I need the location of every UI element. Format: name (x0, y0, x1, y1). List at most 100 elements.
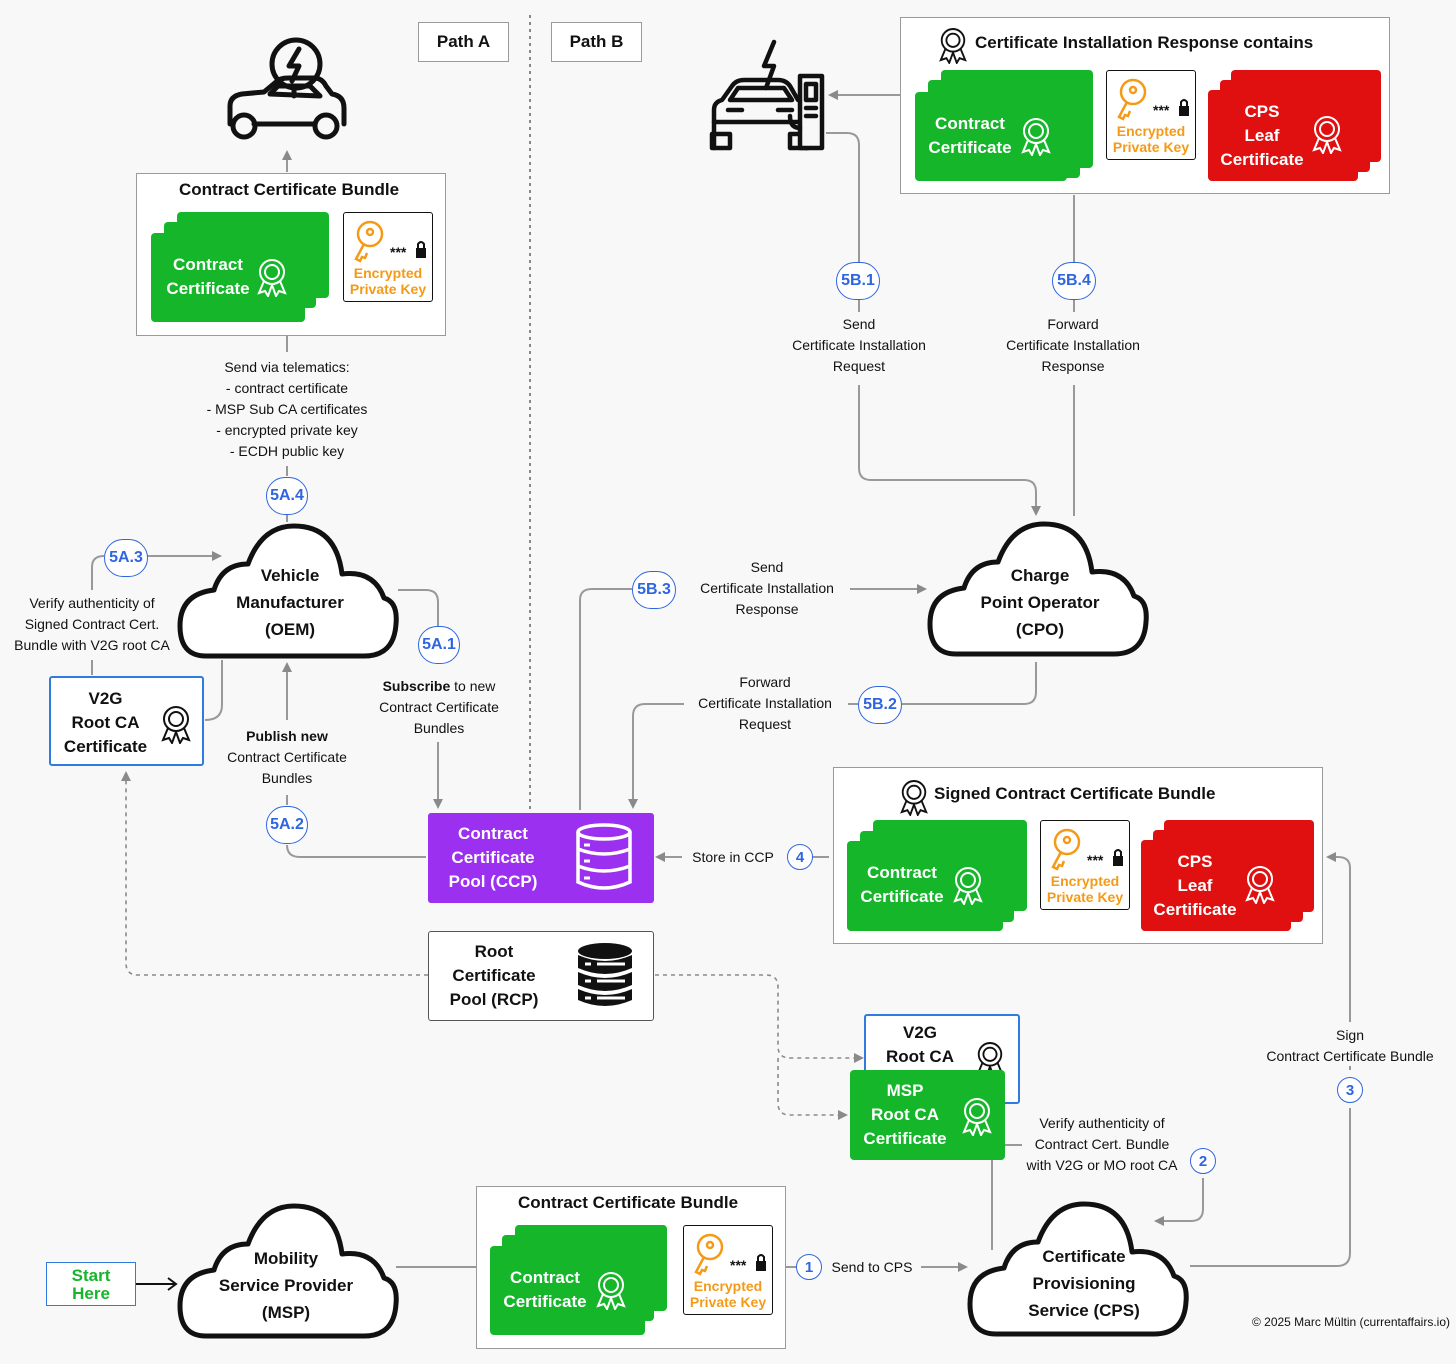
step-badge-5b2: 5B.2 (858, 686, 902, 724)
step-badge-5b4: 5B.4 (1052, 262, 1096, 300)
label-send-to-cps: Send to CPS (831, 1259, 913, 1275)
card-line-1: Contract (510, 1268, 580, 1287)
oem-line-2: Manufacturer (236, 593, 344, 612)
key-line-2: Private Key (1112, 139, 1190, 155)
signed-bundle-title: Signed Contract Certificate Bundle (934, 784, 1216, 803)
send-request-line-3: Request (832, 358, 886, 374)
card-line-1: Contract (935, 114, 1005, 133)
certificate-ribbon-icon (1245, 866, 1275, 904)
ccp-line-3: Pool (CCP) (448, 872, 538, 891)
certificate-ribbon-icon (962, 1098, 992, 1136)
cpo-line-3: (CPO) (1015, 620, 1065, 639)
ev-charging-icon (709, 39, 825, 151)
start-here-box[interactable]: Start Here (46, 1262, 136, 1306)
contract-certificate-card: Contract Certificate (151, 233, 305, 322)
step-badge-5b1: 5B.1 (836, 262, 880, 300)
key-line-1: Encrypted (1050, 873, 1120, 889)
cps-leaf-certificate-card: CPS Leaf Certificate (1141, 840, 1291, 931)
label-forward-installation-request: Forward Certificate Installation Request (680, 672, 850, 735)
rcp-line-2: Certificate (452, 966, 536, 985)
cps-leaf-line-2: Leaf (1177, 876, 1213, 895)
cloud-cpo-label: Charge Point Operator (CPO) (950, 562, 1130, 643)
subscribe-bold: Subscribe (382, 678, 451, 694)
path-b-label: Path B (551, 22, 642, 62)
v2g-root-ca-certificate-left: V2G Root CA Certificate (49, 676, 204, 766)
ccp-line-1: Contract (458, 824, 528, 843)
msp-root-line-3: Certificate (863, 1129, 947, 1148)
msp-line-1: Mobility (253, 1249, 319, 1268)
telematics-line-2: - contract certificate (225, 380, 349, 396)
subscribe-line-3: Bundles (413, 720, 465, 736)
cps-leaf-line-1: CPS (1177, 852, 1213, 871)
key-lock-icon: *** (694, 1233, 766, 1276)
sign-line-2: Contract Certificate Bundle (1266, 1048, 1434, 1064)
forward-response-line-1: Forward (1047, 316, 1099, 332)
step-badge-2: 2 (1190, 1148, 1216, 1174)
send-response-line-2: Certificate Installation (700, 580, 834, 596)
cps-line-3: Service (CPS) (1028, 1301, 1140, 1320)
send-request-line-1: Send (842, 316, 876, 332)
verify-cps-line-3: with V2G or MO root CA (1026, 1157, 1178, 1173)
msp-bundle-title: Contract Certificate Bundle (518, 1193, 739, 1212)
label-verify-cps: Verify authenticity of Contract Cert. Bu… (1018, 1113, 1186, 1176)
ccp-line-2: Certificate (451, 848, 535, 867)
label-forward-installation-response: Forward Certificate Installation Respons… (988, 314, 1158, 377)
subscribe-line-2: Contract Certificate (379, 699, 499, 715)
certificate-installation-response-panel: Certificate Installation Response contai… (900, 17, 1390, 194)
send-response-line-3: Response (735, 601, 799, 617)
rcp-line-3: Pool (RCP) (449, 990, 539, 1009)
encrypted-private-key-box: *** Encrypted Private Key (683, 1225, 773, 1315)
start-line-2: Here (72, 1284, 110, 1303)
subscribe-line-1: to new (450, 678, 496, 694)
msp-root-ca-certificate: MSP Root CA Certificate (850, 1070, 1005, 1160)
cps-line-1: Certificate (1042, 1247, 1126, 1266)
step-badge-3: 3 (1337, 1077, 1363, 1103)
cloud-msp (177, 1203, 399, 1339)
certificate-ribbon-icon (1312, 116, 1342, 154)
forward-request-line-1: Forward (739, 674, 791, 690)
card-line-1: Contract (867, 863, 937, 882)
start-line-1: Start (71, 1266, 111, 1285)
step-badge-5a3: 5A.3 (104, 539, 148, 577)
key-line-2: Private Key (689, 1294, 767, 1310)
cps-leaf-line-3: Certificate (1220, 150, 1304, 169)
publish-line-2: Contract Certificate (227, 749, 347, 765)
cpo-line-1: Charge (1010, 566, 1070, 585)
key-lock-icon: *** (1051, 828, 1123, 871)
key-lock-icon: *** (354, 220, 426, 263)
verify-oem-line-1: Verify authenticity of (29, 595, 155, 611)
label-verify-oem: Verify authenticity of Signed Contract C… (4, 593, 180, 656)
cloud-cps (967, 1201, 1189, 1337)
step-badge-4: 4 (787, 844, 813, 870)
certificate-ribbon-icon (953, 867, 983, 905)
cps-line-2: Provisioning (1032, 1274, 1136, 1293)
cpo-line-2: Point Operator (980, 593, 1100, 612)
card-line-2: Certificate (503, 1292, 587, 1311)
encrypted-private-key-box: *** Encrypted Private Key (1106, 70, 1196, 160)
key-lock-icon: *** (1117, 78, 1189, 121)
cloud-oem (177, 523, 399, 659)
contract-certificate-bundle-msp: Contract Certificate Bundle Contract Cer… (476, 1186, 786, 1349)
cps-leaf-line-2: Leaf (1244, 126, 1280, 145)
cloud-oem-label: Vehicle Manufacturer (OEM) (200, 562, 380, 643)
card-line-2: Certificate (928, 138, 1012, 157)
verify-oem-line-3: Bundle with V2G root CA (14, 637, 170, 653)
forward-response-line-2: Certificate Installation (1006, 337, 1140, 353)
forward-request-line-2: Certificate Installation (698, 695, 832, 711)
send-response-line-1: Send (750, 559, 784, 575)
step-badge-5a1: 5A.1 (418, 626, 460, 664)
key-line-2: Private Key (1046, 889, 1124, 905)
card-line-2: Certificate (166, 279, 250, 298)
key-line-1: Encrypted (693, 1278, 763, 1294)
certificate-ribbon-icon (596, 1272, 626, 1310)
rcp-line-1: Root (474, 942, 514, 961)
electric-car-icon (227, 37, 347, 140)
contract-certificate-card: Contract Certificate (915, 92, 1067, 181)
path-a-text: Path A (436, 32, 491, 51)
v2g-left-line-2: Root CA (71, 713, 140, 732)
certificate-ribbon-icon (900, 780, 928, 816)
path-b-text: Path B (569, 32, 624, 51)
label-store-in-ccp: Store in CCP (692, 849, 774, 865)
certificate-ribbon-icon (1021, 118, 1051, 156)
